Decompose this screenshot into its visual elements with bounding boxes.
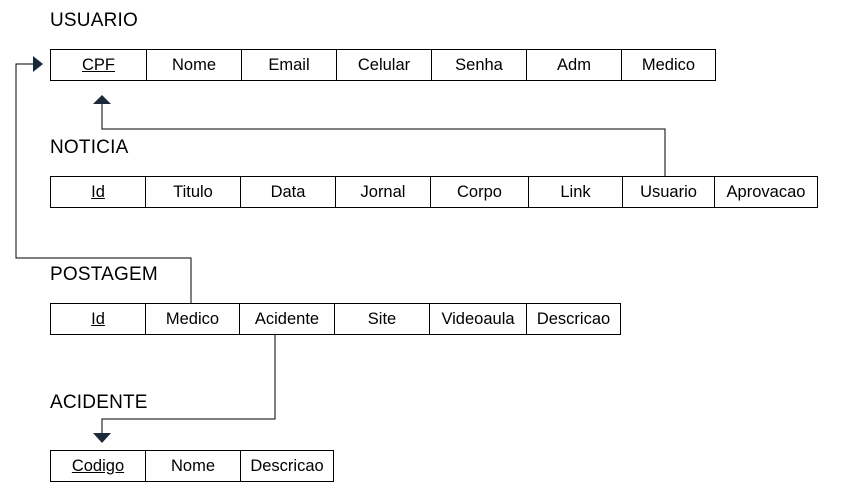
arrowhead-down-icon — [93, 433, 111, 443]
usuario-column-cpf: CPF — [82, 55, 115, 74]
noticia-table: Id Titulo Data Jornal Corpo Link Usuario… — [50, 176, 818, 208]
connector-postagem-medico-to-usuario-cpf — [15, 63, 192, 303]
noticia-table-title: NOTICIA — [50, 137, 129, 158]
postagem-column-site: Site — [334, 304, 429, 334]
usuario-column-celular: Celular — [336, 50, 431, 80]
acidente-column-nome: Nome — [145, 451, 240, 481]
connector-noticia-usuario-to-usuario-cpf — [101, 104, 666, 176]
noticia-column-id: Id — [91, 182, 105, 201]
usuario-table-title: USUARIO — [50, 10, 138, 31]
noticia-column-jornal: Jornal — [335, 177, 430, 207]
noticia-column-titulo: Titulo — [145, 177, 240, 207]
postagem-table-title: POSTAGEM — [50, 264, 158, 285]
usuario-column-nome: Nome — [146, 50, 241, 80]
arrowhead-up-icon — [93, 95, 111, 104]
noticia-column-link: Link — [528, 177, 622, 207]
noticia-column-aprovacao: Aprovacao — [714, 177, 817, 207]
postagem-table: Id Medico Acidente Site Videoaula Descri… — [50, 303, 621, 335]
acidente-column-descricao: Descricao — [240, 451, 333, 481]
postagem-column-medico: Medico — [145, 304, 239, 334]
postagem-column-acidente: Acidente — [239, 304, 334, 334]
acidente-table: Codigo Nome Descricao — [50, 450, 334, 482]
connector-postagem-acidente-to-acidente-codigo — [101, 335, 276, 433]
noticia-column-corpo: Corpo — [430, 177, 528, 207]
usuario-column-email: Email — [241, 50, 336, 80]
usuario-column-senha: Senha — [431, 50, 526, 80]
usuario-column-adm: Adm — [526, 50, 621, 80]
acidente-column-codigo: Codigo — [71, 456, 125, 475]
acidente-table-title: ACIDENTE — [50, 392, 148, 413]
postagem-column-descricao: Descricao — [526, 304, 620, 334]
postagem-column-videoaula: Videoaula — [429, 304, 526, 334]
noticia-column-usuario: Usuario — [622, 177, 714, 207]
arrowhead-right-icon — [33, 56, 43, 72]
noticia-column-data: Data — [240, 177, 335, 207]
usuario-column-medico: Medico — [621, 50, 715, 80]
usuario-table: CPF Nome Email Celular Senha Adm Medico — [50, 49, 716, 81]
postagem-column-id: Id — [91, 309, 105, 328]
